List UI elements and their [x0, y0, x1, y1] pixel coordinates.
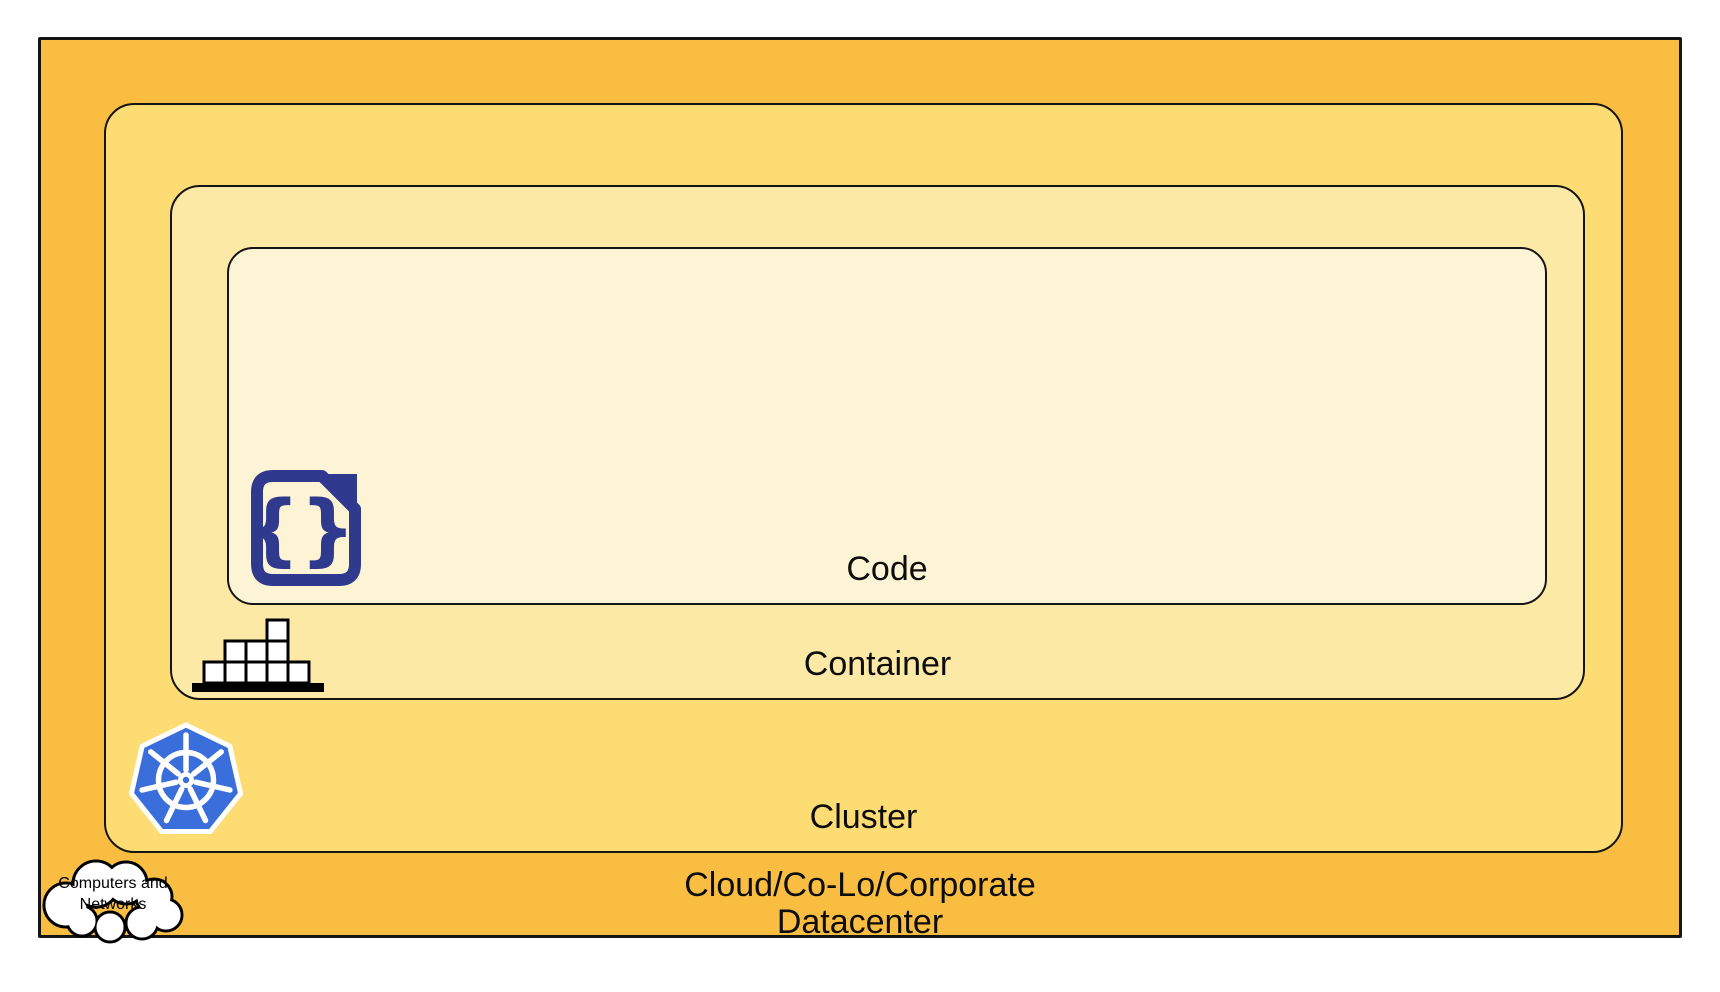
layer-code: {} Code [227, 247, 1547, 605]
layer-label-datacenter-line1: Cloud/Co-Lo/Corporate [684, 866, 1036, 904]
layer-label-code: Code [846, 550, 928, 588]
cloud-callout-line1: Computers and [58, 875, 168, 892]
container-stack-icon [192, 618, 324, 692]
layer-container: {} Code [170, 185, 1585, 700]
layer-cluster: {} Code [104, 103, 1623, 853]
cloud-callout-line2: Networks [79, 896, 147, 913]
layer-datacenter: {} Code [38, 37, 1682, 944]
layer-label-container: Container [803, 645, 952, 683]
kubernetes-icon [128, 722, 244, 834]
cloud-shape [42, 859, 184, 944]
svg-text:{}: {} [246, 485, 356, 575]
cloud-callout: Computers and Networks [39, 854, 187, 944]
layer-label-cluster: Cluster [809, 798, 918, 836]
layer-label-datacenter-line2: Datacenter [776, 903, 944, 941]
layer-label-datacenter: Cloud/Co-Lo/Corporate Datacenter [41, 867, 1679, 941]
code-file-icon: {} [246, 470, 361, 586]
cloud-callout-text: Computers and Networks [39, 873, 187, 915]
